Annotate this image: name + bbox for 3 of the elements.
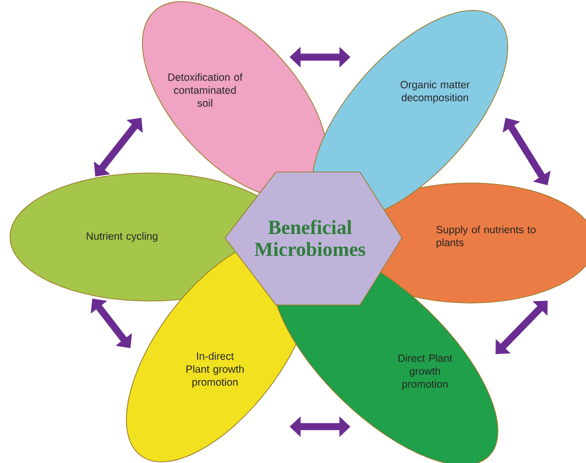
petal: Detoxification of contaminated soil	[142, 1, 328, 199]
double-arrow	[496, 300, 548, 354]
center-hexagon: Beneficial Microbiomes	[224, 172, 402, 306]
